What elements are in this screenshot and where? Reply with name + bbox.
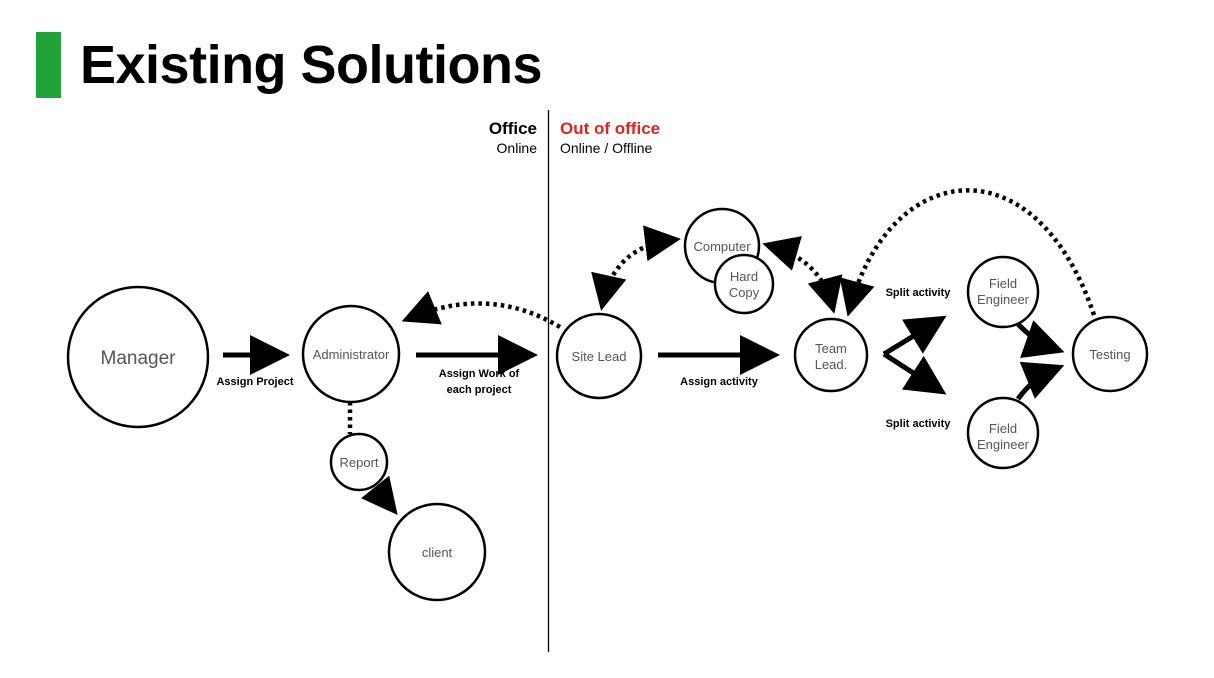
label-assign-work-line2: each project: [447, 384, 512, 396]
node-manager-circle: [66, 285, 210, 429]
zone-office-subtitle: Online: [497, 140, 538, 156]
node-hard-copy-label-line1: Hard: [730, 269, 758, 284]
node-hard-copy-label-line2: Copy: [729, 285, 760, 300]
node-report-label: Report: [339, 455, 378, 470]
dotted-edges: [347, 188, 1097, 516]
label-assign-project: Assign Project: [216, 376, 293, 388]
node-administrator-circle: [301, 304, 401, 404]
node-field-engineer-bottom-label-line1: Field: [989, 421, 1017, 436]
nodes: [66, 207, 1149, 602]
edge-team-lead-field-engineer-bottom: [882, 351, 947, 395]
node-hard-copy-circle: [713, 253, 775, 315]
edge-testing-team-lead-dotted: [839, 188, 1097, 317]
edge-field-engineer-top-testing: [1016, 320, 1065, 358]
node-field-engineer-bottom-label-line2: Engineer: [977, 437, 1030, 452]
node-testing-label: Testing: [1089, 347, 1130, 362]
edge-report-client-dotted: [361, 475, 398, 516]
title-accent-bar: [36, 32, 61, 98]
node-team-lead-circle: [793, 317, 869, 393]
zone-out-of-office-subtitle: Online / Offline: [560, 140, 653, 156]
edge-site-lead-administrator-dotted: [401, 291, 562, 329]
node-site-lead-label: Site Lead: [572, 349, 627, 364]
edge-field-engineer-bottom-testing: [1015, 361, 1065, 401]
node-site-lead-circle: [555, 312, 643, 400]
node-labels: Manager Administrator Report client Site…: [101, 239, 1131, 560]
node-client-label: client: [422, 545, 453, 560]
node-report-circle: [329, 432, 389, 492]
zone-office-title: Office: [489, 119, 537, 138]
node-client-circle: [387, 502, 487, 602]
node-field-engineer-bottom-circle: [966, 396, 1040, 470]
node-field-engineer-top-label-line2: Engineer: [977, 292, 1030, 307]
node-administrator-label: Administrator: [313, 347, 390, 362]
edge-labels: Assign Project Assign Work of each proje…: [216, 287, 951, 430]
node-testing-circle: [1071, 315, 1149, 393]
node-team-lead-label-line2: Lead.: [815, 357, 848, 372]
edge-computer-site-lead-dotted: [591, 225, 681, 311]
zone-out-of-office-title: Out of office: [560, 119, 660, 138]
label-split-activity-bottom: Split activity: [886, 418, 952, 430]
node-team-lead-label-line1: Team: [815, 341, 847, 356]
node-manager-label: Manager: [101, 348, 177, 369]
edge-computer-team-lead-dotted: [762, 236, 843, 314]
solid-edges: [223, 315, 1065, 401]
label-split-activity-top: Split activity: [886, 287, 952, 299]
edge-team-lead-field-engineer-top: [882, 315, 947, 357]
node-computer-label: Computer: [693, 239, 751, 254]
node-field-engineer-top-circle: [966, 255, 1040, 329]
label-assign-activity: Assign activity: [680, 376, 759, 388]
page-title: Existing Solutions: [80, 35, 543, 95]
label-assign-work-line1: Assign Work of: [439, 368, 520, 380]
node-field-engineer-top-label-line1: Field: [989, 276, 1017, 291]
